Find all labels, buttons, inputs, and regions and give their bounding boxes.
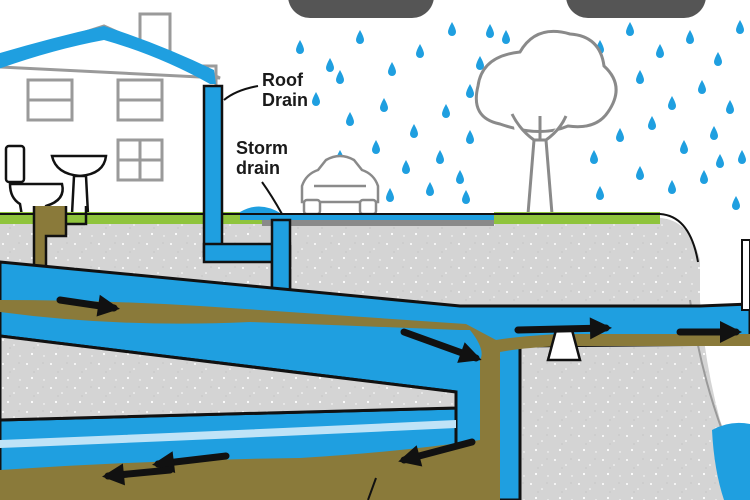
raindrop-icon bbox=[372, 140, 380, 154]
raindrop-icon bbox=[486, 24, 494, 38]
raindrop-icon bbox=[436, 150, 444, 164]
raindrop-icon bbox=[738, 150, 746, 164]
storm-cloud-right bbox=[566, 0, 706, 18]
flow-arrow-icon bbox=[400, 328, 482, 363]
raindrop-icon bbox=[726, 100, 734, 114]
raindrop-icon bbox=[616, 128, 624, 142]
tree-icon bbox=[474, 29, 618, 215]
raindrop-icon bbox=[716, 154, 724, 168]
raindrop-icon bbox=[462, 190, 470, 204]
storm-drain-label-line1: Storm bbox=[236, 138, 289, 158]
raindrop-icon bbox=[710, 126, 718, 140]
raindrop-icon bbox=[466, 84, 474, 98]
flow-arrows bbox=[56, 294, 742, 486]
roof-drain-label-line2: Drain bbox=[262, 90, 309, 110]
raindrop-icon bbox=[296, 40, 304, 54]
raindrop-icon bbox=[442, 104, 450, 118]
flow-arrow-icon bbox=[398, 438, 476, 467]
outfall-leader bbox=[367, 477, 377, 500]
raindrop-icon bbox=[714, 52, 722, 66]
flow-arrow-icon bbox=[676, 321, 742, 343]
flow-arrow-icon bbox=[514, 317, 612, 340]
raindrop-icon bbox=[626, 22, 634, 36]
raindrop-icon bbox=[636, 166, 644, 180]
road-edge bbox=[0, 213, 699, 263]
street-puddle bbox=[240, 206, 494, 220]
raindrop-icon bbox=[388, 62, 396, 76]
raindrop-icon bbox=[680, 140, 688, 154]
raindrop-icon bbox=[476, 56, 484, 70]
lower-pipe-sewage bbox=[0, 440, 480, 500]
roof-drain-leader bbox=[223, 85, 259, 101]
raindrop-icon bbox=[346, 112, 354, 126]
raindrop-icon bbox=[402, 160, 410, 174]
raindrop-icon bbox=[668, 96, 676, 110]
storm-drain-leader bbox=[261, 181, 283, 215]
raindrop-icon bbox=[698, 80, 706, 94]
soil-right-slope bbox=[660, 218, 750, 500]
raindrop-icon bbox=[648, 116, 656, 130]
raindrop-icon bbox=[636, 70, 644, 84]
raindrop-icon bbox=[700, 170, 708, 184]
storm-drain-label: Storm drain bbox=[236, 138, 288, 178]
roof-drain-label-line1: Roof bbox=[262, 70, 303, 90]
raindrop-icon bbox=[326, 58, 334, 72]
raindrop-icon bbox=[448, 22, 456, 36]
outfall-channel bbox=[741, 239, 750, 311]
roof-drain-label: Roof Drain bbox=[262, 70, 308, 110]
raindrop-icon bbox=[736, 20, 744, 34]
storm-cloud-left bbox=[288, 0, 434, 18]
raindrop-icon bbox=[686, 30, 694, 44]
roof-drain-pipe bbox=[202, 84, 224, 258]
raindrop-icon bbox=[386, 188, 394, 202]
raindrop-icon bbox=[312, 92, 320, 106]
raindrop-icon bbox=[732, 196, 740, 210]
raindrop-icon bbox=[656, 44, 664, 58]
raindrop-icon bbox=[466, 130, 474, 144]
raindrop-icon bbox=[596, 186, 604, 200]
raindrop-icon bbox=[410, 124, 418, 138]
flow-arrow-icon bbox=[56, 294, 120, 317]
raindrop-icon bbox=[590, 150, 598, 164]
raindrop-icon bbox=[668, 180, 676, 194]
house-icon bbox=[0, 12, 221, 216]
raindrop-icon bbox=[336, 70, 344, 84]
raindrop-icon bbox=[356, 30, 364, 44]
raindrop-icon bbox=[416, 44, 424, 58]
storm-drain-label-line2: drain bbox=[236, 158, 281, 178]
raindrop-icon bbox=[456, 170, 464, 184]
pipe-divider bbox=[0, 334, 458, 422]
raindrop-icon bbox=[426, 182, 434, 196]
flow-arrow-icon bbox=[102, 463, 174, 486]
roof-water bbox=[0, 26, 216, 84]
car-icon bbox=[300, 154, 380, 216]
raindrop-icon bbox=[380, 98, 388, 112]
lower-pipe-highlight bbox=[0, 420, 456, 448]
storm-drain-pipe bbox=[270, 218, 292, 300]
outfall-water bbox=[712, 422, 750, 500]
raindrop-icon bbox=[502, 30, 510, 44]
house-drain-pipe-branch bbox=[66, 206, 88, 226]
